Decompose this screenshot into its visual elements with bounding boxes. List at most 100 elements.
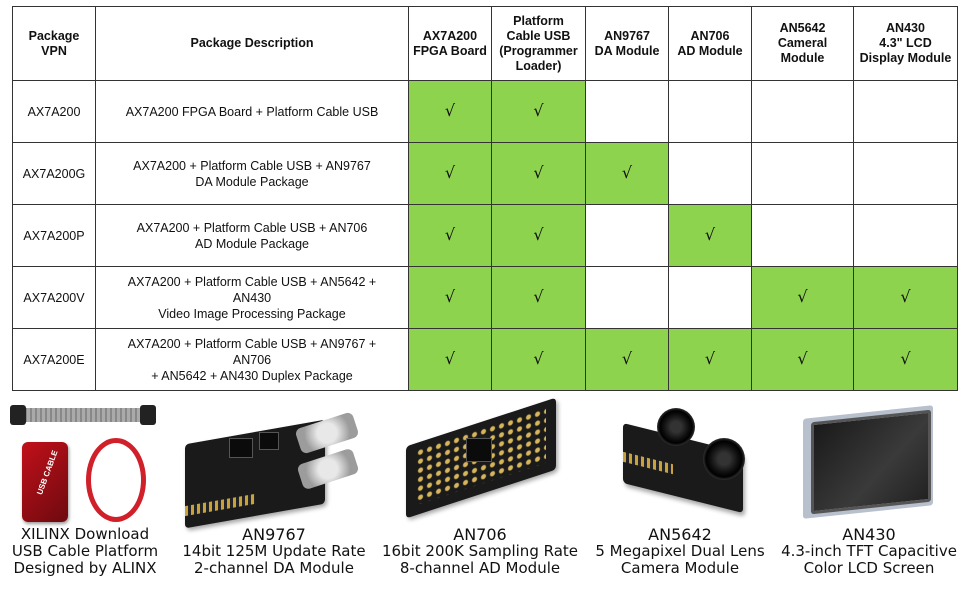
an706-caption: 16bit 200K Sampling Rate 8-channel AD Mo… [381, 542, 579, 577]
an706-title: AN706 [453, 525, 507, 544]
check-mark-icon: √ [444, 287, 456, 306]
ribbon-connector-left [10, 405, 26, 425]
check-mark-icon: √ [533, 163, 544, 182]
header-platform-cable: Platform Cable USB (Programmer Loader) [491, 6, 586, 81]
check-mark-icon: √ [444, 225, 456, 244]
cell-platform-cable: √ [491, 142, 586, 205]
check-mark-icon: √ [444, 349, 456, 368]
an5642-title: AN5642 [648, 525, 712, 544]
an706-chip [466, 438, 492, 462]
ribbon-cable [12, 408, 152, 422]
cell-an5642 [751, 80, 854, 143]
table-row: AX7A200G AX7A200 + Platform Cable USB + A… [12, 142, 958, 205]
cell-package-vpn: AX7A200E [12, 328, 96, 391]
cell-an5642 [751, 204, 854, 267]
usb-programmer-box [22, 442, 68, 522]
an9767-chip-2 [259, 432, 279, 450]
ribbon-connector-right [140, 405, 156, 425]
cell-platform-cable: √ [491, 266, 586, 329]
usb-cable-image: USB CABLE [10, 398, 160, 526]
table-body: AX7A200 AX7A200 FPGA Board + Platform Cab… [12, 80, 958, 391]
check-mark-icon: √ [444, 163, 456, 182]
cell-package-description: AX7A200 FPGA Board + Platform Cable USB [95, 80, 409, 143]
an9767-chip [229, 438, 253, 458]
description-text: AX7A200 + Platform Cable USB + AN9767 DA… [133, 158, 371, 189]
cell-ax7a200-board: √ [408, 80, 492, 143]
header-an706: AN706 AD Module [668, 6, 752, 81]
usb-cable-caption: XILINX Download USB Cable Platform Desig… [11, 525, 159, 577]
an430-title: AN430 [842, 525, 896, 544]
cell-an430: √ [853, 328, 958, 391]
check-mark-icon: √ [621, 349, 633, 368]
cell-an430 [853, 142, 958, 205]
cell-an5642 [751, 142, 854, 205]
cell-an9767 [585, 80, 669, 143]
cell-an706: √ [668, 204, 752, 267]
cell-platform-cable: √ [491, 80, 586, 143]
description-text: AX7A200 + Platform Cable USB + AN706 AD … [136, 220, 368, 251]
check-mark-icon: √ [533, 225, 544, 244]
an9767-caption: 14bit 125M Update Rate 2-channel DA Modu… [182, 542, 366, 577]
cell-platform-cable: √ [491, 328, 586, 391]
an9767-title: AN9767 [242, 525, 306, 544]
product-an430: AN430 4.3-inch TFT Capacitive Color LCD … [772, 398, 966, 577]
check-mark-icon: √ [797, 349, 808, 368]
an9767-image [179, 398, 369, 529]
an430-image [779, 398, 959, 526]
check-mark-icon: √ [533, 287, 544, 306]
bnc-connector-1 [294, 411, 360, 455]
table-header-row: Package VPN Package Description AX7A200 … [12, 6, 958, 81]
cell-ax7a200-board: √ [408, 204, 492, 267]
description-text: AX7A200 + Platform Cable USB + AN9767 + … [127, 336, 377, 383]
cell-an9767 [585, 204, 669, 267]
cell-an706 [668, 266, 752, 329]
cell-package-vpn: AX7A200 [12, 80, 96, 143]
cell-an5642: √ [751, 328, 854, 391]
table-row: AX7A200P AX7A200 + Platform Cable USB + A… [12, 204, 958, 267]
cell-an9767: √ [585, 142, 669, 205]
header-an5642: AN5642 Cameral Module [751, 6, 854, 81]
an5642-caption: 5 Megapixel Dual Lens Camera Module [595, 542, 765, 577]
cell-ax7a200-board: √ [408, 142, 492, 205]
cell-package-vpn: AX7A200G [12, 142, 96, 205]
package-comparison-table: Package VPN Package Description AX7A200 … [12, 6, 958, 391]
table-row: AX7A200E AX7A200 + Platform Cable USB + A… [12, 328, 958, 391]
check-mark-icon: √ [444, 101, 456, 120]
cell-package-vpn: AX7A200V [12, 266, 96, 329]
product-an9767: AN9767 14bit 125M Update Rate 2-channel … [176, 398, 372, 577]
check-mark-icon: √ [797, 287, 808, 306]
product-an5642: AN5642 5 Megapixel Dual Lens Camera Modu… [588, 398, 772, 577]
cell-an706 [668, 142, 752, 205]
cell-an430 [853, 204, 958, 267]
header-an430: AN430 4.3" LCD Display Module [853, 6, 958, 81]
header-package-description: Package Description [95, 6, 409, 81]
cell-ax7a200-board: √ [408, 328, 492, 391]
cell-an706: √ [668, 328, 752, 391]
product-an706: AN706 16bit 200K Sampling Rate 8-channel… [376, 397, 584, 577]
product-usb-cable: USB CABLE XILINX Download USB Cable Plat… [4, 398, 166, 577]
cell-package-description: AX7A200 + Platform Cable USB + AN9767 DA… [95, 142, 409, 205]
table-row: AX7A200V AX7A200 + Platform Cable USB + A… [12, 266, 958, 329]
camera-lens-2 [703, 438, 745, 480]
table-row: AX7A200 AX7A200 FPGA Board + Platform Cab… [12, 80, 958, 143]
header-package-vpn: Package VPN [12, 6, 96, 81]
cell-an5642: √ [751, 266, 854, 329]
cell-platform-cable: √ [491, 204, 586, 267]
check-mark-icon: √ [704, 225, 716, 244]
description-text: AX7A200 + Platform Cable USB + AN5642 + … [127, 274, 377, 321]
cell-ax7a200-board: √ [408, 266, 492, 329]
check-mark-icon: √ [621, 163, 633, 182]
header-an9767: AN9767 DA Module [585, 6, 669, 81]
cell-package-description: AX7A200 + Platform Cable USB + AN5642 + … [95, 266, 409, 329]
cell-an706 [668, 80, 752, 143]
description-text: AX7A200 FPGA Board + Platform Cable USB [125, 104, 379, 119]
usb-coiled-cable [86, 438, 146, 522]
camera-lens-1 [657, 408, 695, 446]
check-mark-icon: √ [533, 349, 544, 368]
an5642-image [595, 398, 765, 526]
cell-an430 [853, 80, 958, 143]
cell-package-description: AX7A200 + Platform Cable USB + AN706 AD … [95, 204, 409, 267]
cell-an9767 [585, 266, 669, 329]
check-mark-icon: √ [533, 101, 544, 120]
cell-package-vpn: AX7A200P [12, 204, 96, 267]
